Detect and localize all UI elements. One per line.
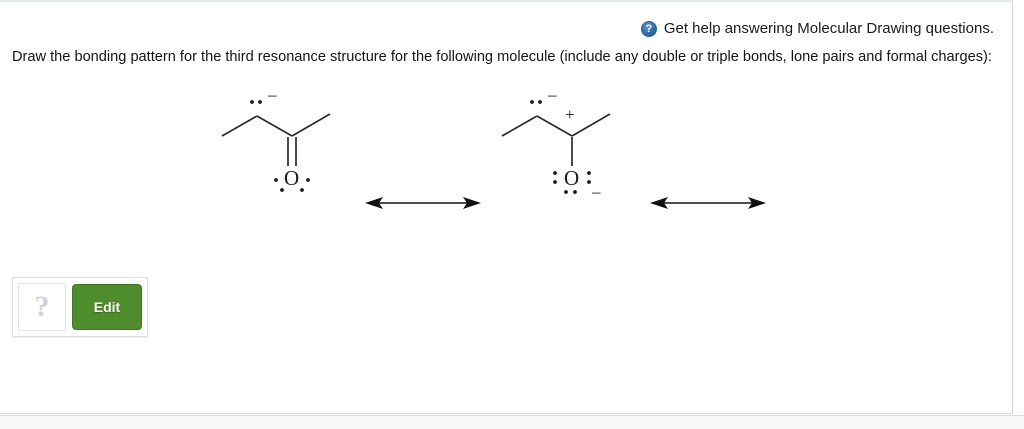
get-help-link[interactable]: ? Get help answering Molecular Drawing q…: [640, 20, 994, 37]
carbanion-negative-charge: –: [547, 85, 557, 104]
lone-pair-dot: [573, 190, 577, 194]
lone-pair-dot: [530, 100, 534, 104]
lone-pair-dot: [300, 188, 304, 192]
resonance-structure-1: – O: [212, 84, 372, 204]
lone-pair-dot: [564, 190, 568, 194]
answer-preview-box[interactable]: ?: [18, 283, 66, 331]
resonance-arrow-2: [648, 192, 768, 214]
carbanion-negative-charge: –: [267, 85, 277, 104]
oxygen-atom-label: O: [284, 166, 299, 190]
resonance-arrow-1: [363, 192, 483, 214]
lone-pair-dot: [274, 178, 278, 182]
oxygen-negative-charge: –: [591, 182, 601, 201]
lone-pair-dot: [553, 180, 557, 184]
molecule-figure: – O: [0, 84, 1013, 209]
lone-pair-dot: [587, 180, 591, 184]
oxygen-atom-label: O: [564, 166, 579, 190]
help-circle-icon[interactable]: ?: [640, 20, 657, 37]
lone-pair-dot: [538, 100, 542, 104]
lone-pair-dot: [553, 171, 557, 175]
lone-pair-dot: [306, 178, 310, 182]
get-help-label: Get help answering Molecular Drawing que…: [663, 20, 994, 37]
question-page: ? Get help answering Molecular Drawing q…: [0, 0, 1013, 414]
lone-pair-dot: [280, 188, 284, 192]
resonance-structure-2: – + O –: [492, 84, 652, 204]
page-footer-strip: [0, 415, 1024, 429]
lone-pair-dot: [258, 100, 262, 104]
edit-button[interactable]: Edit: [72, 284, 142, 330]
lone-pair-dot: [250, 100, 254, 104]
answer-widget: ? Edit: [12, 277, 148, 337]
question-prompt: Draw the bonding pattern for the third r…: [12, 49, 992, 65]
carbocation-positive-charge: +: [565, 105, 575, 124]
lone-pair-dot: [587, 171, 591, 175]
